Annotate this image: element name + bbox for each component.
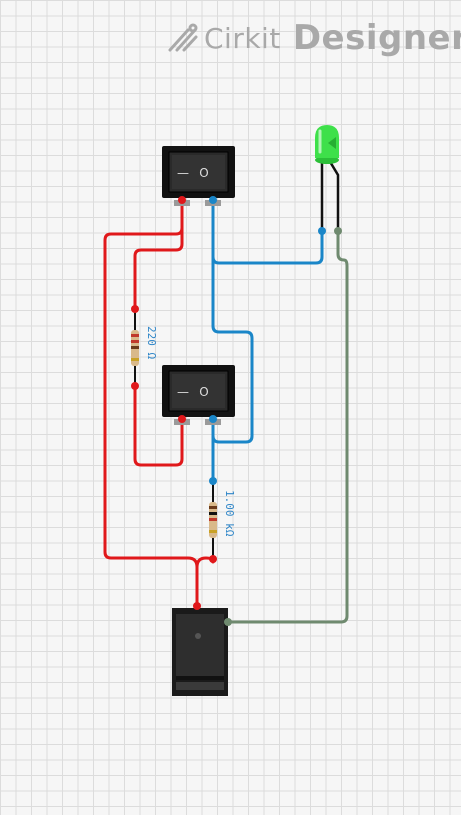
- node-battery-positive[interactable]: [193, 602, 201, 610]
- resistor-220[interactable]: 220 Ω: [131, 309, 158, 386]
- rocker-switch-top[interactable]: — O: [162, 146, 235, 206]
- node-resistor1-bottom[interactable]: [131, 382, 139, 390]
- node-resistor2-bottom[interactable]: [209, 555, 217, 563]
- node-led-cathode[interactable]: [334, 227, 342, 235]
- node-switch1-right[interactable]: [209, 196, 217, 204]
- resistor-1k-label: 1.00 kΩ: [223, 490, 236, 537]
- node-battery-negative[interactable]: [224, 618, 232, 626]
- battery[interactable]: [172, 608, 228, 696]
- node-resistor2-top[interactable]: [209, 477, 217, 485]
- node-switch2-right[interactable]: [209, 415, 217, 423]
- resistor-1k[interactable]: 1.00 kΩ: [209, 481, 236, 559]
- wire-power-inner[interactable]: [133, 226, 184, 311]
- node-led-anode[interactable]: [318, 227, 326, 235]
- switch-top-on-symbol: O: [199, 166, 208, 180]
- switch-bottom-off-symbol: —: [177, 385, 189, 399]
- led[interactable]: [315, 125, 340, 231]
- wire-power-outer[interactable]: [103, 199, 199, 608]
- node-resistor1-top[interactable]: [131, 305, 139, 313]
- brand-name-bold: Designer: [292, 18, 461, 58]
- connection-nodes: [131, 196, 342, 626]
- brand-name-light: Cirkit: [204, 21, 281, 55]
- wire-ground[interactable]: [226, 229, 349, 624]
- resistor-220-label: 220 Ω: [145, 326, 158, 359]
- cirkit-logo-icon: [168, 23, 198, 52]
- rocker-switch-bottom[interactable]: — O: [162, 365, 235, 425]
- wire-switch1-led[interactable]: [211, 199, 324, 265]
- switch-bottom-on-symbol: O: [199, 385, 208, 399]
- wire-switch1-switch2[interactable]: [211, 255, 254, 444]
- brand-logo: Cirkit Designer: [166, 18, 461, 58]
- wire-resistor1-switch2[interactable]: [133, 384, 184, 467]
- node-switch2-left[interactable]: [178, 415, 186, 423]
- node-switch1-left[interactable]: [178, 196, 186, 204]
- switch-top-off-symbol: —: [177, 166, 189, 180]
